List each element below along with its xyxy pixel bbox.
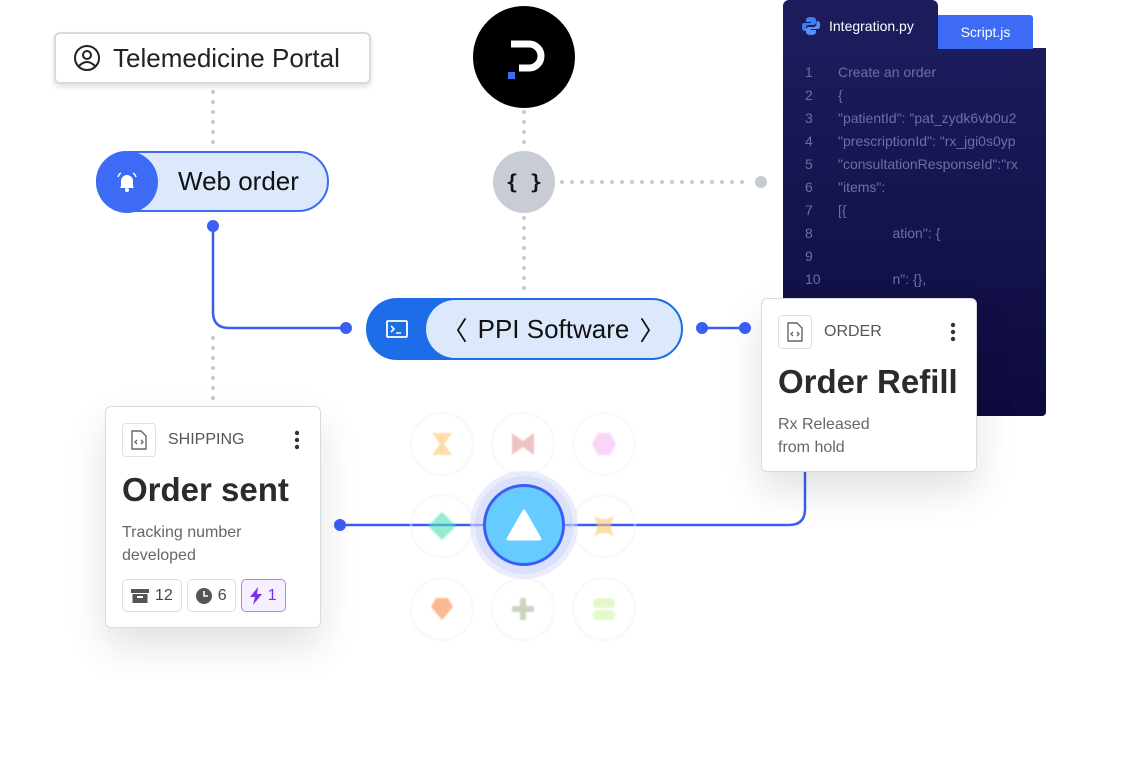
clock-icon [195,587,212,604]
pentagon-icon[interactable] [410,576,474,641]
python-icon [802,17,820,35]
logo-icon [508,40,545,79]
card-desc: developed [122,547,196,564]
badge-value: 12 [155,586,173,604]
line-text: n": {}, [838,270,927,287]
telemedicine-portal-node[interactable]: Telemedicine Portal [54,32,371,84]
web-order-node[interactable]: Web order [96,150,329,213]
badge-value: 6 [217,586,227,604]
card-title: Order Refill [778,363,958,400]
line-text: "items": [838,178,886,195]
code-line: 7 [{ [783,198,1046,221]
line-text: "prescriptionId": "rx_jgi0s0yp [838,132,1016,149]
diamond-icon[interactable] [410,494,474,559]
line-text: [{ [838,201,847,218]
bowtie-icon[interactable] [491,412,555,476]
clock-badge: 6 [186,579,236,612]
code-file-icon [122,423,156,457]
line-number: 5 [805,155,813,172]
lightning-icon [249,586,262,605]
line-number: 7 [805,201,813,218]
plus-icon[interactable] [491,576,555,641]
chevron-right-icon: 〉 [639,315,666,346]
archive-icon [131,588,149,603]
card-desc: from hold [778,439,845,456]
line-text: { [838,86,843,103]
portal-label: Telemedicine Portal [113,42,340,73]
line-text: "patientId": "pat_zydk6vb0u2 [838,109,1017,126]
card-desc: Rx Released [778,416,870,433]
line-number: 9 [805,247,813,264]
card-title: Order sent [122,471,289,508]
braces-icon: { } [505,170,543,194]
line-number: 4 [805,132,813,149]
ppi-label: PPI Software [477,313,630,344]
card-category: ORDER [824,323,882,340]
line-text: "consultationResponseId":"rx [838,155,1018,172]
line-number: 6 [805,178,813,195]
tab-script-js[interactable]: Script.js [938,15,1033,49]
bell-icon [96,150,158,213]
more-options-icon[interactable] [946,322,960,342]
code-line: 8 ation": { [783,221,1046,244]
stacked-shape-icon[interactable] [572,576,636,641]
archive-badge: 12 [122,579,182,612]
line-number: 3 [805,109,813,126]
tab-integration-py[interactable]: Integration.py [783,0,938,52]
badge-value: 1 [267,586,277,604]
code-line: 4 "prescriptionId": "rx_jgi0s0yp [783,129,1046,152]
chevron-left-icon: 〈 [441,315,468,346]
order-sent-card[interactable]: SHIPPING Order sent Tracking number devel… [105,406,321,628]
json-node[interactable]: { } [493,151,555,213]
ppi-logo [473,6,575,108]
tab-label: Script.js [960,24,1011,40]
center-hub-button[interactable] [470,471,578,579]
code-line: 2{ [783,83,1046,106]
terminal-icon [368,320,426,338]
code-file-icon [778,315,812,349]
line-text: ation": { [838,224,941,241]
line-number: 1 [805,63,813,80]
card-category: SHIPPING [168,431,245,448]
hourglass-icon[interactable] [410,412,474,476]
more-options-icon[interactable] [290,430,304,450]
tab-label: Integration.py [829,18,914,34]
line-number: 8 [805,224,813,241]
code-line: 6 "items": [783,175,1046,198]
integration-icon-grid [410,412,640,642]
user-circle-icon [74,45,100,71]
triangle-icon [506,509,542,541]
code-line: 5 "consultationResponseId":"rx [783,152,1046,175]
card-desc: Tracking number [122,524,242,541]
ppi-software-node[interactable]: 〈 PPI Software 〉 [366,298,683,360]
code-line: 10 n": {}, [783,267,1046,290]
web-order-label: Web order [178,166,299,196]
hexagon-icon[interactable] [572,412,636,476]
code-line: 3 "patientId": "pat_zydk6vb0u2 [783,106,1046,129]
line-number: 2 [805,86,813,103]
line-number: 10 [805,270,821,287]
code-line: 9 [783,244,1046,267]
line-text: Create an order [838,63,937,80]
code-line: 1 Create an order [783,60,1046,83]
x-shape-icon[interactable] [572,494,636,559]
lightning-badge: 1 [240,579,286,612]
order-refill-card[interactable]: ORDER Order Refill Rx Released from hold [761,298,977,472]
